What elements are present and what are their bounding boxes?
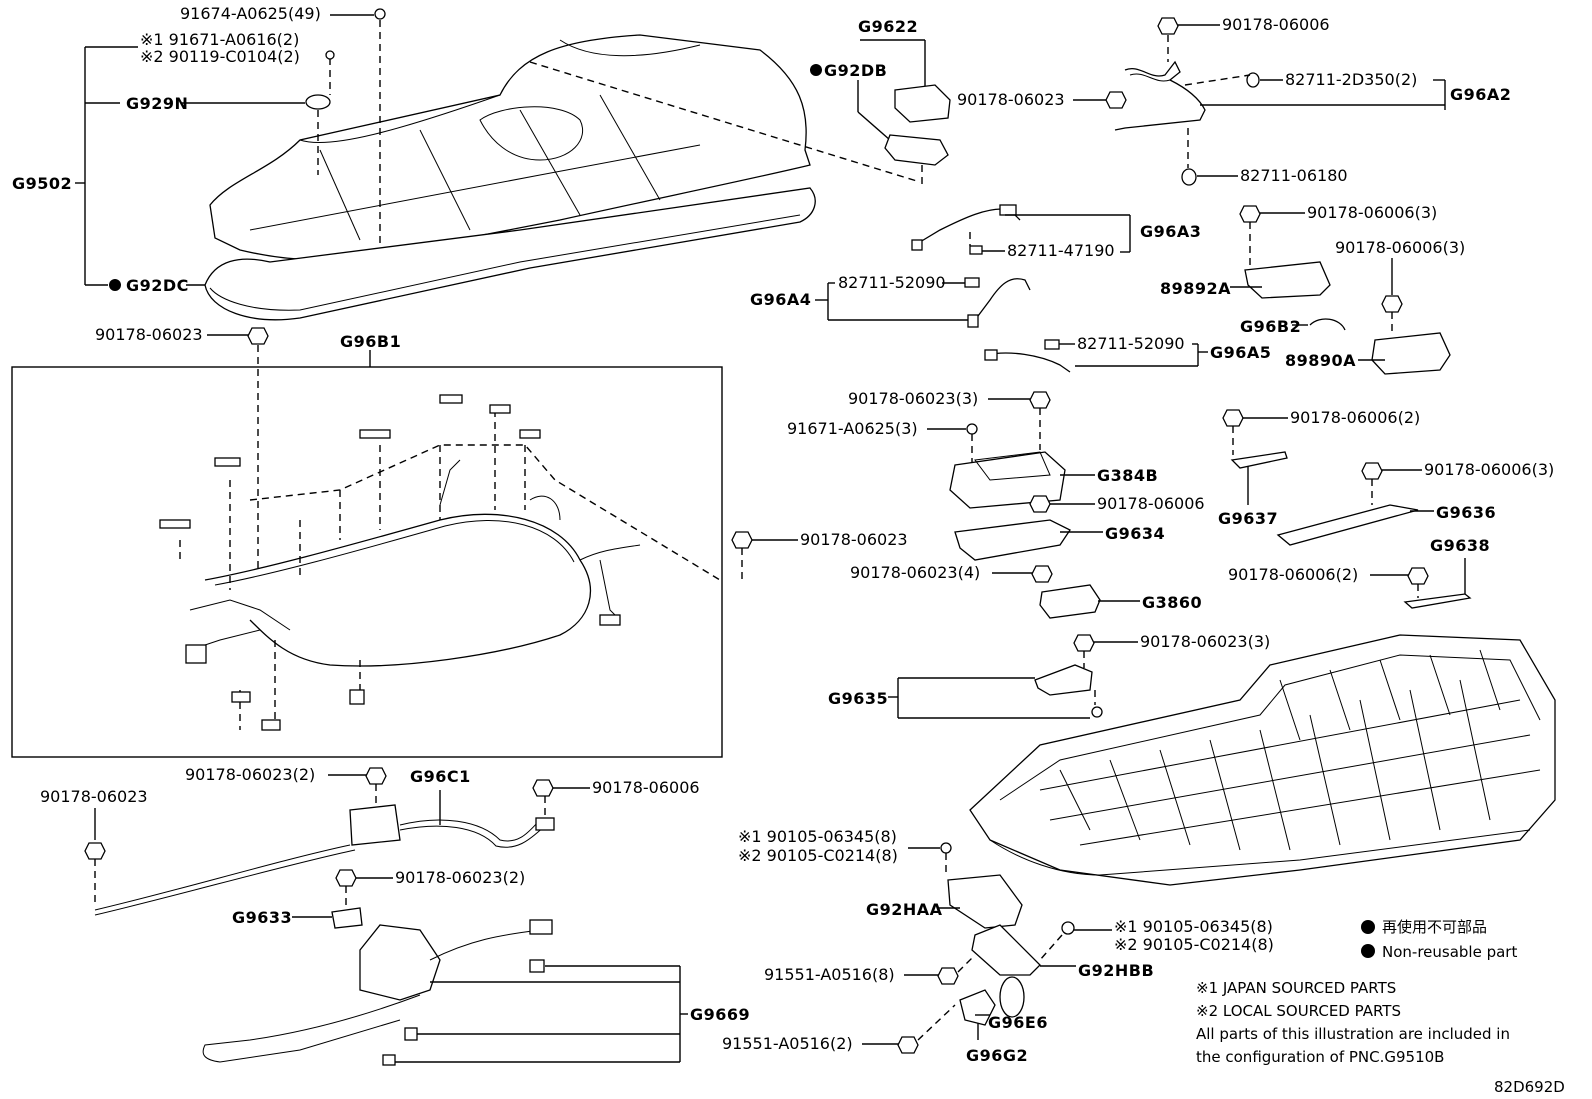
label-90178-06023-d: 90178-06023 — [40, 787, 148, 806]
battery-cover-group: 91674-A0625(49) ※1 91671-A0616(2) ※2 901… — [12, 4, 921, 321]
label-90178-06006-3c: 90178-06006(3) — [1424, 460, 1554, 479]
label-g3860: G3860 — [1142, 593, 1202, 612]
label-90105-c0214-b: ※2 90105-C0214(8) — [1114, 935, 1274, 954]
label-90105-06345-a: ※1 90105-06345(8) — [738, 827, 897, 846]
label-82711-06180: 82711-06180 — [1240, 166, 1348, 185]
label-g9622: G9622 — [858, 17, 918, 36]
label-90178-06006-2a: 90178-06006(2) — [1290, 408, 1420, 427]
label-90178-06023-4: 90178-06023(4) — [850, 563, 980, 582]
label-90178-06006-3b: 90178-06006(3) — [1335, 238, 1465, 257]
label-g929n: G929N — [126, 94, 188, 113]
legend-jp: 再使用不可部品 — [1382, 918, 1487, 936]
label-g96a5: G96A5 — [1210, 343, 1271, 362]
label-g96g2: G96G2 — [966, 1046, 1028, 1065]
service-plug-illustration — [894, 84, 951, 123]
sensor-harness-group: 90178-06006 90178-06023 82711-2D350(2) G… — [750, 15, 1511, 375]
label-82711-52090-a: 82711-52090 — [838, 273, 946, 292]
cover-gasket-illustration — [204, 187, 816, 321]
label-g96c1: G96C1 — [410, 767, 471, 786]
label-g92dc: G92DC — [126, 276, 189, 295]
g92haa-illustration — [947, 874, 1023, 929]
label-89892a: 89892A — [1160, 279, 1231, 298]
label-g96a4: G96A4 — [750, 290, 811, 309]
label-90178-06006-3a: 90178-06006(3) — [1307, 203, 1437, 222]
label-g9635: G9635 — [828, 689, 888, 708]
legend: 再使用不可部品 Non-reusable part ※1 JAPAN SOURC… — [1196, 918, 1565, 1096]
g9669-illustration — [359, 924, 441, 1001]
label-g9502: G9502 — [12, 174, 72, 193]
label-90119-c0104: ※2 90119-C0104(2) — [140, 47, 300, 66]
label-g9638: G9638 — [1430, 536, 1490, 555]
bracket-group: ※1 90105-06345(8) ※2 90105-C0214(8) G92H… — [722, 827, 1274, 1065]
g384b-illustration — [949, 451, 1066, 509]
legend-note4: the configuration of PNC.G9510B — [1196, 1048, 1444, 1066]
label-90178-06023-2a: 90178-06023(2) — [185, 765, 315, 784]
g96c1-illustration — [349, 804, 401, 846]
89890a-illustration — [1371, 332, 1451, 375]
label-90178-06023-mid: 90178-06023 — [800, 530, 908, 549]
g96b1-box — [11, 366, 723, 758]
wire-harness-group: G96B1 90178-06023 — [11, 325, 723, 758]
label-90105-06345-b: ※1 90105-06345(8) — [1114, 917, 1273, 936]
label-90178-06023-3a: 90178-06023(3) — [848, 389, 978, 408]
label-82711-2d350: 82711-2D350(2) — [1285, 70, 1417, 89]
label-90178-06006-c: 90178-06006 — [592, 778, 700, 797]
label-91671-a0616: ※1 91671-A0616(2) — [140, 30, 299, 49]
label-g9669: G9669 — [690, 1005, 750, 1024]
legend-en: Non-reusable part — [1382, 943, 1517, 961]
lower-harness-group: 90178-06023(2) G96C1 90178-06006 90178-0… — [40, 765, 750, 1066]
label-90178-06006-a: 90178-06006 — [1222, 15, 1330, 34]
label-g92hbb: G92HBB — [1078, 961, 1154, 980]
label-82711-52090-b: 82711-52090 — [1077, 334, 1185, 353]
label-90178-06023-top: 90178-06023 — [95, 325, 203, 344]
label-90178-06006-2b: 90178-06006(2) — [1228, 565, 1358, 584]
label-g9636: G9636 — [1436, 503, 1496, 522]
service-plug-group: G9622 G92DB — [810, 17, 951, 185]
label-g9634: G9634 — [1105, 524, 1165, 543]
label-g92db: G92DB — [824, 61, 887, 80]
label-g92haa: G92HAA — [866, 900, 943, 919]
label-g96a2: G96A2 — [1450, 85, 1511, 104]
non-reusable-dot-icon — [1361, 920, 1375, 934]
g3860-illustration — [1039, 584, 1101, 619]
label-g9637: G9637 — [1218, 509, 1278, 528]
non-reusable-dot-icon-en — [1361, 944, 1375, 958]
g9634-illustration — [954, 519, 1071, 561]
legend-note1: ※1 JAPAN SOURCED PARTS — [1196, 979, 1396, 997]
89892a-illustration — [1244, 261, 1331, 299]
harness-illustration — [204, 513, 592, 667]
label-90178-06006-b: 90178-06006 — [1097, 494, 1205, 513]
ecu-group: 90178-06023(3) 91671-A0625(3) G384B 9017… — [787, 389, 1554, 719]
battery-stack-illustration — [969, 634, 1556, 886]
label-g96a3: G96A3 — [1140, 222, 1201, 241]
label-91551-a0516-2: 91551-A0516(2) — [722, 1034, 853, 1053]
label-91674-a0625: 91674-A0625(49) — [180, 4, 321, 23]
label-90105-c0214-a: ※2 90105-C0214(8) — [738, 846, 898, 865]
label-g9633: G9633 — [232, 908, 292, 927]
label-g96b2: G96B2 — [1240, 317, 1301, 336]
label-90178-06023-b: 90178-06023 — [957, 90, 1065, 109]
diagram-id: 82D692D — [1494, 1078, 1565, 1096]
label-90178-06023-3b: 90178-06023(3) — [1140, 632, 1270, 651]
legend-note2: ※2 LOCAL SOURCED PARTS — [1196, 1002, 1401, 1020]
legend-note3: All parts of this illustration are inclu… — [1196, 1025, 1510, 1043]
label-82711-47190: 82711-47190 — [1007, 241, 1115, 260]
label-g384b: G384B — [1097, 466, 1158, 485]
label-91551-a0516-8: 91551-A0516(8) — [764, 965, 895, 984]
label-89890a: 89890A — [1285, 351, 1356, 370]
label-g96e6: G96E6 — [988, 1013, 1048, 1032]
g92hbb-illustration — [971, 924, 1041, 976]
label-g96b1: G96B1 — [340, 332, 401, 351]
label-91671-a0625-3: 91671-A0625(3) — [787, 419, 918, 438]
label-90178-06023-2b: 90178-06023(2) — [395, 868, 525, 887]
